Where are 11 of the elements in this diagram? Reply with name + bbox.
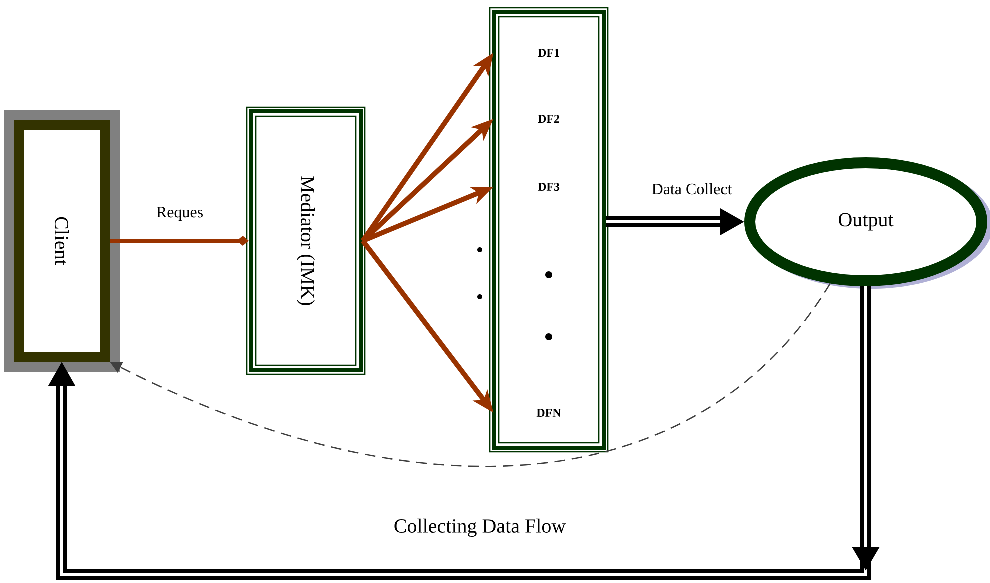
data-source-label: DF2 [538, 115, 560, 123]
edge-label: Reques [155, 206, 205, 222]
client-box: Client [4, 110, 120, 372]
arrow [48, 286, 880, 580]
edge-label: Data Collect [650, 182, 734, 196]
mediator-box: Mediator (IMK) [246, 106, 366, 376]
data-source-label: DF1 [538, 49, 560, 57]
data-source-label: DFN [536, 409, 562, 417]
edge-label: Collecting Data Flow [392, 518, 568, 538]
data-source-label: DF3 [538, 182, 560, 192]
data-source-box [489, 7, 609, 453]
